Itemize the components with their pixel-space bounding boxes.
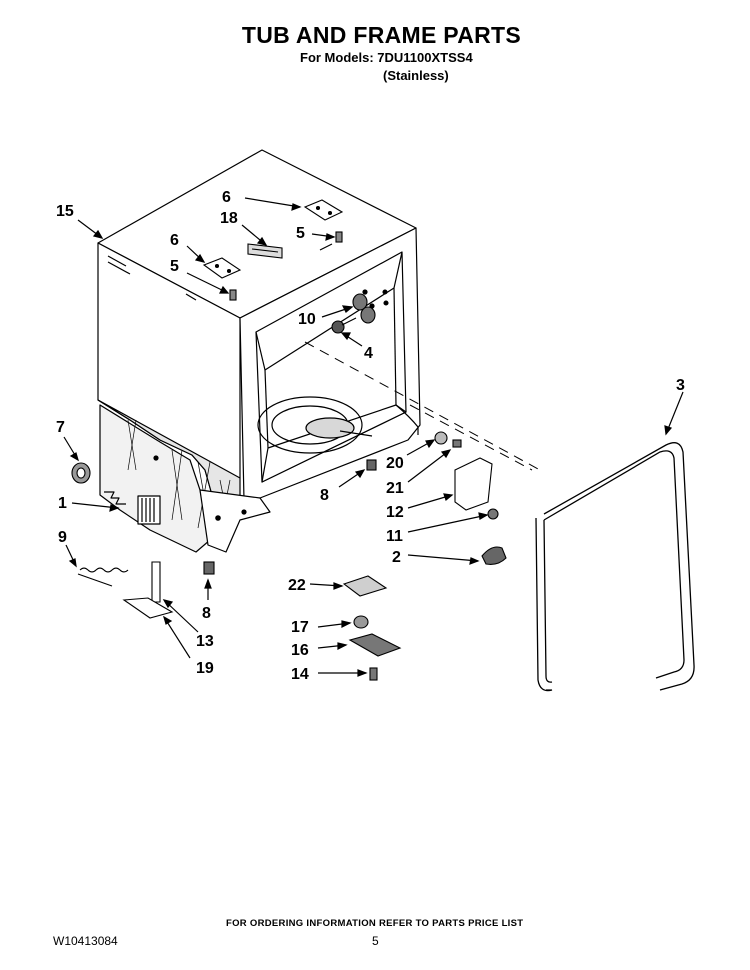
callout-11: 11	[386, 528, 403, 545]
callout-8-lower: 8	[202, 605, 211, 622]
callout-19: 19	[196, 660, 214, 677]
callout-4: 4	[364, 345, 373, 362]
document-number: W10413084	[53, 934, 118, 948]
callout-21: 21	[386, 480, 404, 497]
callout-15: 15	[56, 203, 74, 220]
alignment-lines	[304, 341, 541, 471]
callout-1: 1	[58, 495, 67, 512]
callout-12: 12	[386, 504, 404, 521]
callout-5-left: 5	[170, 258, 179, 275]
small-parts	[71, 199, 507, 681]
callout-labels: 15 6 18 5 6 5 10 4 3 7 20 21 8 1 12 11 9…	[56, 189, 685, 683]
callout-2: 2	[392, 549, 401, 566]
callout-20: 20	[386, 455, 404, 472]
callout-18: 18	[220, 210, 238, 227]
callout-5-top: 5	[296, 225, 305, 242]
callout-8-upper: 8	[320, 487, 329, 504]
ordering-note: FOR ORDERING INFORMATION REFER TO PARTS …	[226, 918, 524, 929]
callout-3: 3	[676, 377, 685, 394]
finish-line: (Stainless)	[383, 68, 449, 83]
model-line: For Models: 7DU1100XTSS4	[300, 50, 473, 65]
callout-16: 16	[291, 642, 309, 659]
callout-6-left: 6	[170, 232, 179, 249]
page-number: 5	[372, 934, 379, 948]
leader-lines	[63, 197, 684, 677]
callout-6-top: 6	[222, 189, 231, 206]
callout-14: 14	[291, 666, 309, 683]
callout-17: 17	[291, 619, 309, 636]
page-title: TUB AND FRAME PARTS	[241, 22, 522, 48]
door-gasket	[535, 442, 695, 692]
callout-7: 7	[56, 419, 65, 436]
callout-13: 13	[196, 633, 214, 650]
callout-10: 10	[298, 311, 316, 328]
callout-22: 22	[288, 577, 306, 594]
callout-9: 9	[58, 529, 67, 546]
